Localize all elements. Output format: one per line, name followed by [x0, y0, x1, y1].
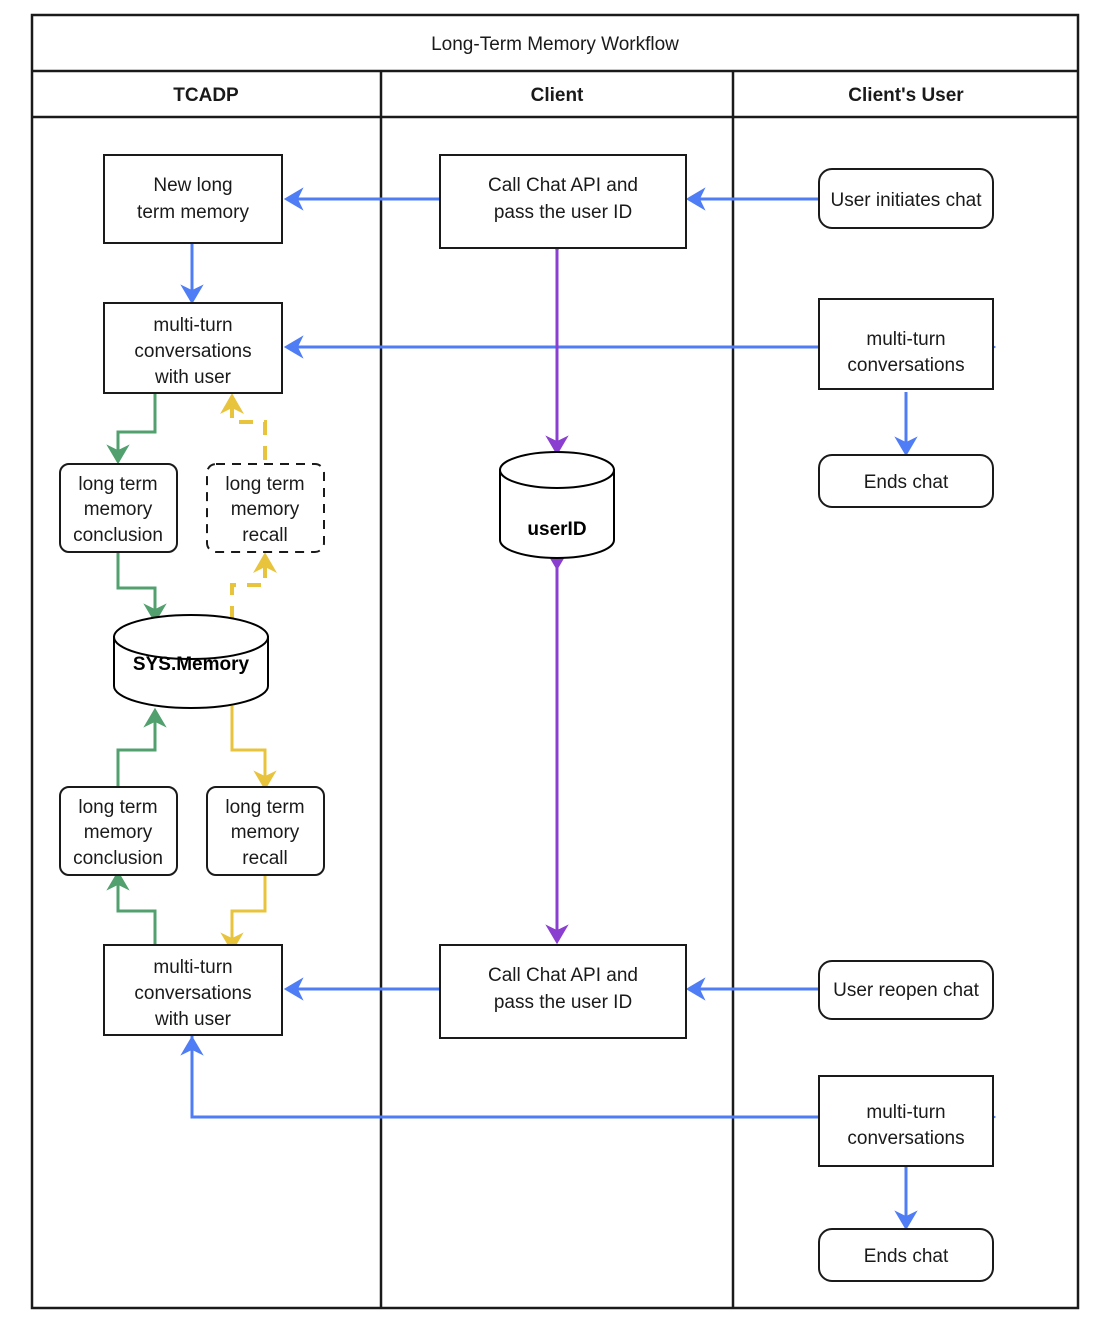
arrow-multiturn-to-conclusion-top	[106, 392, 157, 465]
arrow-sysmemory-to-recall-bottom	[230, 706, 277, 791]
node-userid-datastore[interactable]: userID	[499, 451, 615, 559]
node-call-chat-api-bottom-line1: Call Chat API and	[488, 965, 638, 986]
node-multiturn-with-user-top[interactable]: multi-turn conversations with user	[103, 302, 283, 394]
node-user-initiates-chat-label: User initiates chat	[830, 190, 982, 211]
node-call-chat-api-top-line2: pass the user ID	[494, 202, 632, 223]
node-call-chat-api-top[interactable]: Call Chat API and pass the user ID	[439, 154, 687, 249]
node-multiturn-with-user-bottom-line2: conversations	[134, 983, 251, 1004]
node-ltm-recall-bottom-shape	[206, 786, 325, 876]
node-ltm-conclusion-bottom-line1: long term	[78, 797, 157, 818]
node-call-chat-api-bottom[interactable]: Call Chat API and pass the user ID	[439, 944, 687, 1039]
node-multiturn-with-user-bottom[interactable]: multi-turn conversations with user	[103, 944, 283, 1036]
node-sys-memory-datastore[interactable]: SYS.Memory	[113, 614, 269, 709]
node-ltm-recall-top[interactable]: long term memory recall	[206, 463, 325, 553]
node-user-reopen-chat-shape	[818, 960, 994, 1020]
node-sys-memory-label: SYS.Memory	[133, 654, 250, 675]
node-multiturn-with-user-bottom-line3: with user	[154, 1009, 232, 1030]
node-user-multiturn-top-shape	[818, 298, 994, 390]
node-multiturn-with-user-bottom-line1: multi-turn	[153, 957, 232, 978]
node-call-chat-api-top-line1: Call Chat API and	[488, 175, 638, 196]
node-ltm-conclusion-bottom[interactable]: long term memory conclusion	[59, 786, 178, 876]
node-ltm-conclusion-top-line1: long term	[78, 474, 157, 495]
lane-header-client: Client	[531, 85, 584, 106]
node-call-chat-api-bottom-line2: pass the user ID	[494, 992, 632, 1013]
arrow-multiturn-to-conclusion-bottom	[106, 870, 157, 948]
node-user-multiturn-bottom[interactable]: multi-turn conversations	[818, 1075, 994, 1167]
node-multiturn-with-user-top-line3: with user	[154, 367, 232, 388]
node-new-long-term-memory[interactable]: New long term memory	[103, 154, 283, 244]
node-user-initiates-chat[interactable]: User initiates chat	[818, 168, 994, 229]
node-ltm-conclusion-top-line2: memory	[84, 499, 153, 520]
node-ltm-conclusion-top-line3: conclusion	[73, 525, 163, 546]
node-ends-chat-top[interactable]: Ends chat	[818, 454, 994, 508]
node-user-reopen-chat-label: User reopen chat	[833, 980, 979, 1001]
pool-outer-border	[30, 13, 1080, 1310]
arrow-recall-to-multiturn-bottom	[220, 875, 267, 953]
node-user-initiates-chat-shape	[818, 168, 994, 229]
node-ltm-recall-bottom[interactable]: long term memory recall	[206, 786, 325, 876]
node-user-multiturn-top[interactable]: multi-turn conversations	[818, 298, 994, 390]
node-multiturn-with-user-top-shape	[103, 302, 283, 394]
node-new-long-term-memory-line2: term memory	[137, 202, 249, 223]
node-ends-chat-top-label: Ends chat	[864, 472, 949, 493]
node-ltm-recall-top-shape	[206, 463, 325, 553]
node-sys-memory-top-ellipse	[113, 614, 269, 660]
node-ends-chat-bottom[interactable]: Ends chat	[818, 1228, 994, 1282]
node-userid-label: userID	[527, 519, 586, 540]
node-user-multiturn-bottom-line2: conversations	[847, 1128, 964, 1149]
node-ltm-recall-top-line1: long term	[225, 474, 304, 495]
node-user-multiturn-top-line1: multi-turn	[866, 329, 945, 350]
arrow-conclusion-to-sysmemory-top	[116, 553, 167, 624]
node-user-multiturn-bottom-line1: multi-turn	[866, 1102, 945, 1123]
swimlane-frame	[30, 13, 1080, 1310]
node-new-long-term-memory-shape	[103, 154, 283, 244]
node-multiturn-with-user-top-line1: multi-turn	[153, 315, 232, 336]
node-new-long-term-memory-line1: New long	[153, 175, 232, 196]
node-user-multiturn-top-line2: conversations	[847, 355, 964, 376]
node-ltm-conclusion-top[interactable]: long term memory conclusion	[59, 463, 178, 553]
node-ends-chat-bottom-shape	[818, 1228, 994, 1282]
node-ltm-recall-bottom-line3: recall	[242, 848, 287, 869]
node-ltm-conclusion-top-shape	[59, 463, 178, 553]
lane-header-tcadp: TCADP	[173, 85, 239, 106]
node-ltm-recall-top-line2: memory	[231, 499, 300, 520]
node-call-chat-api-bottom-shape	[439, 944, 687, 1039]
node-ltm-recall-bottom-line1: long term	[225, 797, 304, 818]
node-ends-chat-bottom-label: Ends chat	[864, 1246, 949, 1267]
diagram-title: Long-Term Memory Workflow	[431, 34, 679, 55]
node-userid-top-ellipse	[499, 451, 615, 489]
arrow-conclusion-to-sysmemory-bottom	[116, 707, 167, 790]
node-userid-body	[499, 469, 615, 559]
node-ends-chat-top-shape	[818, 454, 994, 508]
node-user-multiturn-bottom-shape	[818, 1075, 994, 1167]
arrow-sysmemory-to-recall-top	[230, 552, 277, 620]
node-user-reopen-chat[interactable]: User reopen chat	[818, 960, 994, 1020]
node-multiturn-with-user-bottom-shape	[103, 944, 283, 1036]
node-call-chat-api-top-shape	[439, 154, 687, 249]
lane-header-client-user: Client's User	[848, 85, 964, 106]
node-ltm-conclusion-bottom-shape	[59, 786, 178, 876]
node-multiturn-with-user-top-line2: conversations	[134, 341, 251, 362]
node-ltm-conclusion-bottom-line3: conclusion	[73, 848, 163, 869]
arrow-recall-to-multiturn-top	[220, 393, 267, 460]
node-ltm-recall-top-line3: recall	[242, 525, 287, 546]
node-ltm-conclusion-bottom-line2: memory	[84, 822, 153, 843]
node-ltm-recall-bottom-line2: memory	[231, 822, 300, 843]
